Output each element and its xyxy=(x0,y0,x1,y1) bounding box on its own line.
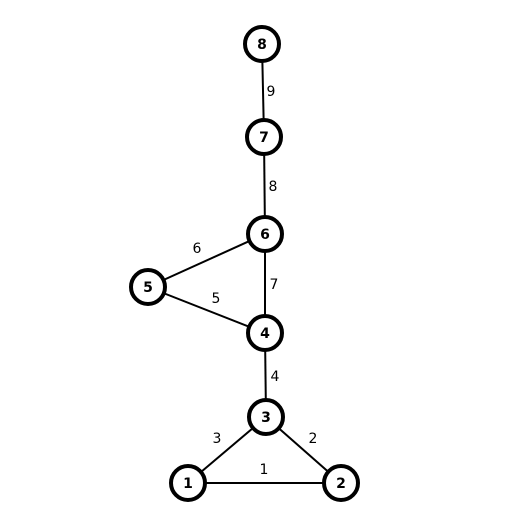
node-3: 3 xyxy=(247,398,285,436)
node-circle xyxy=(169,464,207,502)
node-circle xyxy=(245,118,283,156)
node-circle xyxy=(129,268,167,306)
edge-weight-label: 8 xyxy=(269,179,278,195)
edge-labels-layer: 1 2 3 4 5 6 7 8 9 xyxy=(193,84,318,478)
edge-weight-label: 7 xyxy=(270,277,279,293)
edge-weight-label: 1 xyxy=(260,462,269,478)
node-circle xyxy=(243,25,281,63)
node-label: 2 xyxy=(336,476,346,492)
node-5: 5 xyxy=(129,268,167,306)
edge-weight-label: 3 xyxy=(213,431,222,447)
node-label: 6 xyxy=(260,227,270,243)
node-label: 5 xyxy=(143,280,153,296)
node-circle xyxy=(246,215,284,253)
node-label: 3 xyxy=(261,410,271,426)
edges-layer xyxy=(147,43,342,484)
node-label: 8 xyxy=(257,37,267,53)
node-label: 4 xyxy=(260,326,270,342)
node-label: 1 xyxy=(183,476,193,492)
edge-weight-label: 6 xyxy=(193,241,202,257)
nodes-layer: 1 2 3 4 5 6 7 8 xyxy=(129,25,360,502)
node-6: 6 xyxy=(246,215,284,253)
node-8: 8 xyxy=(243,25,281,63)
edge-6-5 xyxy=(147,233,266,288)
edge-weight-label: 5 xyxy=(212,291,221,307)
node-7: 7 xyxy=(245,118,283,156)
node-circle xyxy=(322,464,360,502)
node-circle xyxy=(247,398,285,436)
edge-weight-label: 9 xyxy=(267,84,276,100)
node-1: 1 xyxy=(169,464,207,502)
node-circle xyxy=(246,314,284,352)
edge-5-4 xyxy=(147,286,266,334)
node-4: 4 xyxy=(246,314,284,352)
edge-weight-label: 2 xyxy=(309,431,318,447)
edge-weight-label: 4 xyxy=(271,369,280,385)
node-label: 7 xyxy=(259,130,269,146)
node-2: 2 xyxy=(322,464,360,502)
